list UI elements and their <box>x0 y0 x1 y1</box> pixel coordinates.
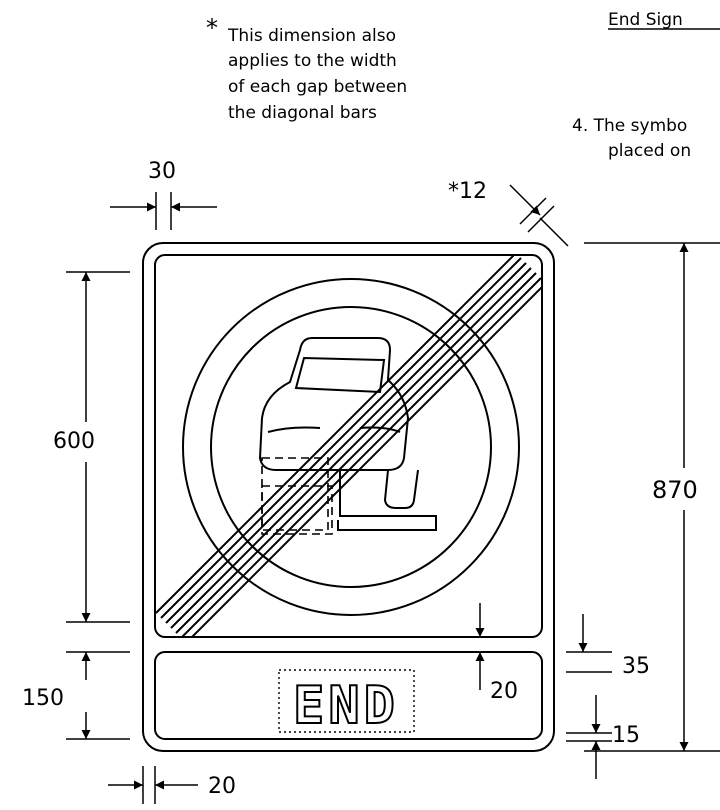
legend-box <box>278 669 415 733</box>
dim-35-label: 35 <box>622 654 650 679</box>
note-line-3: of each gap between <box>228 77 407 97</box>
legend-panel <box>154 651 543 740</box>
dim-150-label: 150 <box>22 686 64 711</box>
symbol-panel <box>154 254 543 638</box>
sheet-title: End Sign <box>608 10 683 30</box>
dim-15-label: 15 <box>612 723 640 748</box>
dim-12-tick-1 <box>519 197 547 225</box>
end-legend: END <box>293 676 399 736</box>
dim-20-label: 20 <box>490 679 518 704</box>
car-wheel-outline-right <box>261 485 333 535</box>
item-4-line-1: 4. The symbo <box>572 116 687 136</box>
roundel-inner-ring <box>210 306 492 588</box>
item-4-line-2: placed on <box>608 141 691 161</box>
dim-12-arrow <box>509 184 541 216</box>
roundel-outer-ring <box>182 278 520 616</box>
sign-outer-edge <box>142 242 555 752</box>
dim-600-label: 600 <box>53 429 95 454</box>
note-line-2: applies to the width <box>228 51 397 71</box>
note-line-1: This dimension also <box>227 26 396 46</box>
dim-20b-label: 20 <box>208 774 236 799</box>
note-line-4: the diagonal bars <box>228 103 377 123</box>
dim-870-label: 870 <box>652 476 698 504</box>
skidding-car-symbol <box>258 337 437 531</box>
dim-30-label: 30 <box>148 159 176 184</box>
diagonal-bars <box>155 255 542 637</box>
dim-12-label: *12 <box>448 179 487 204</box>
dim-12-ext <box>539 217 569 247</box>
note-marker: * <box>206 14 218 42</box>
